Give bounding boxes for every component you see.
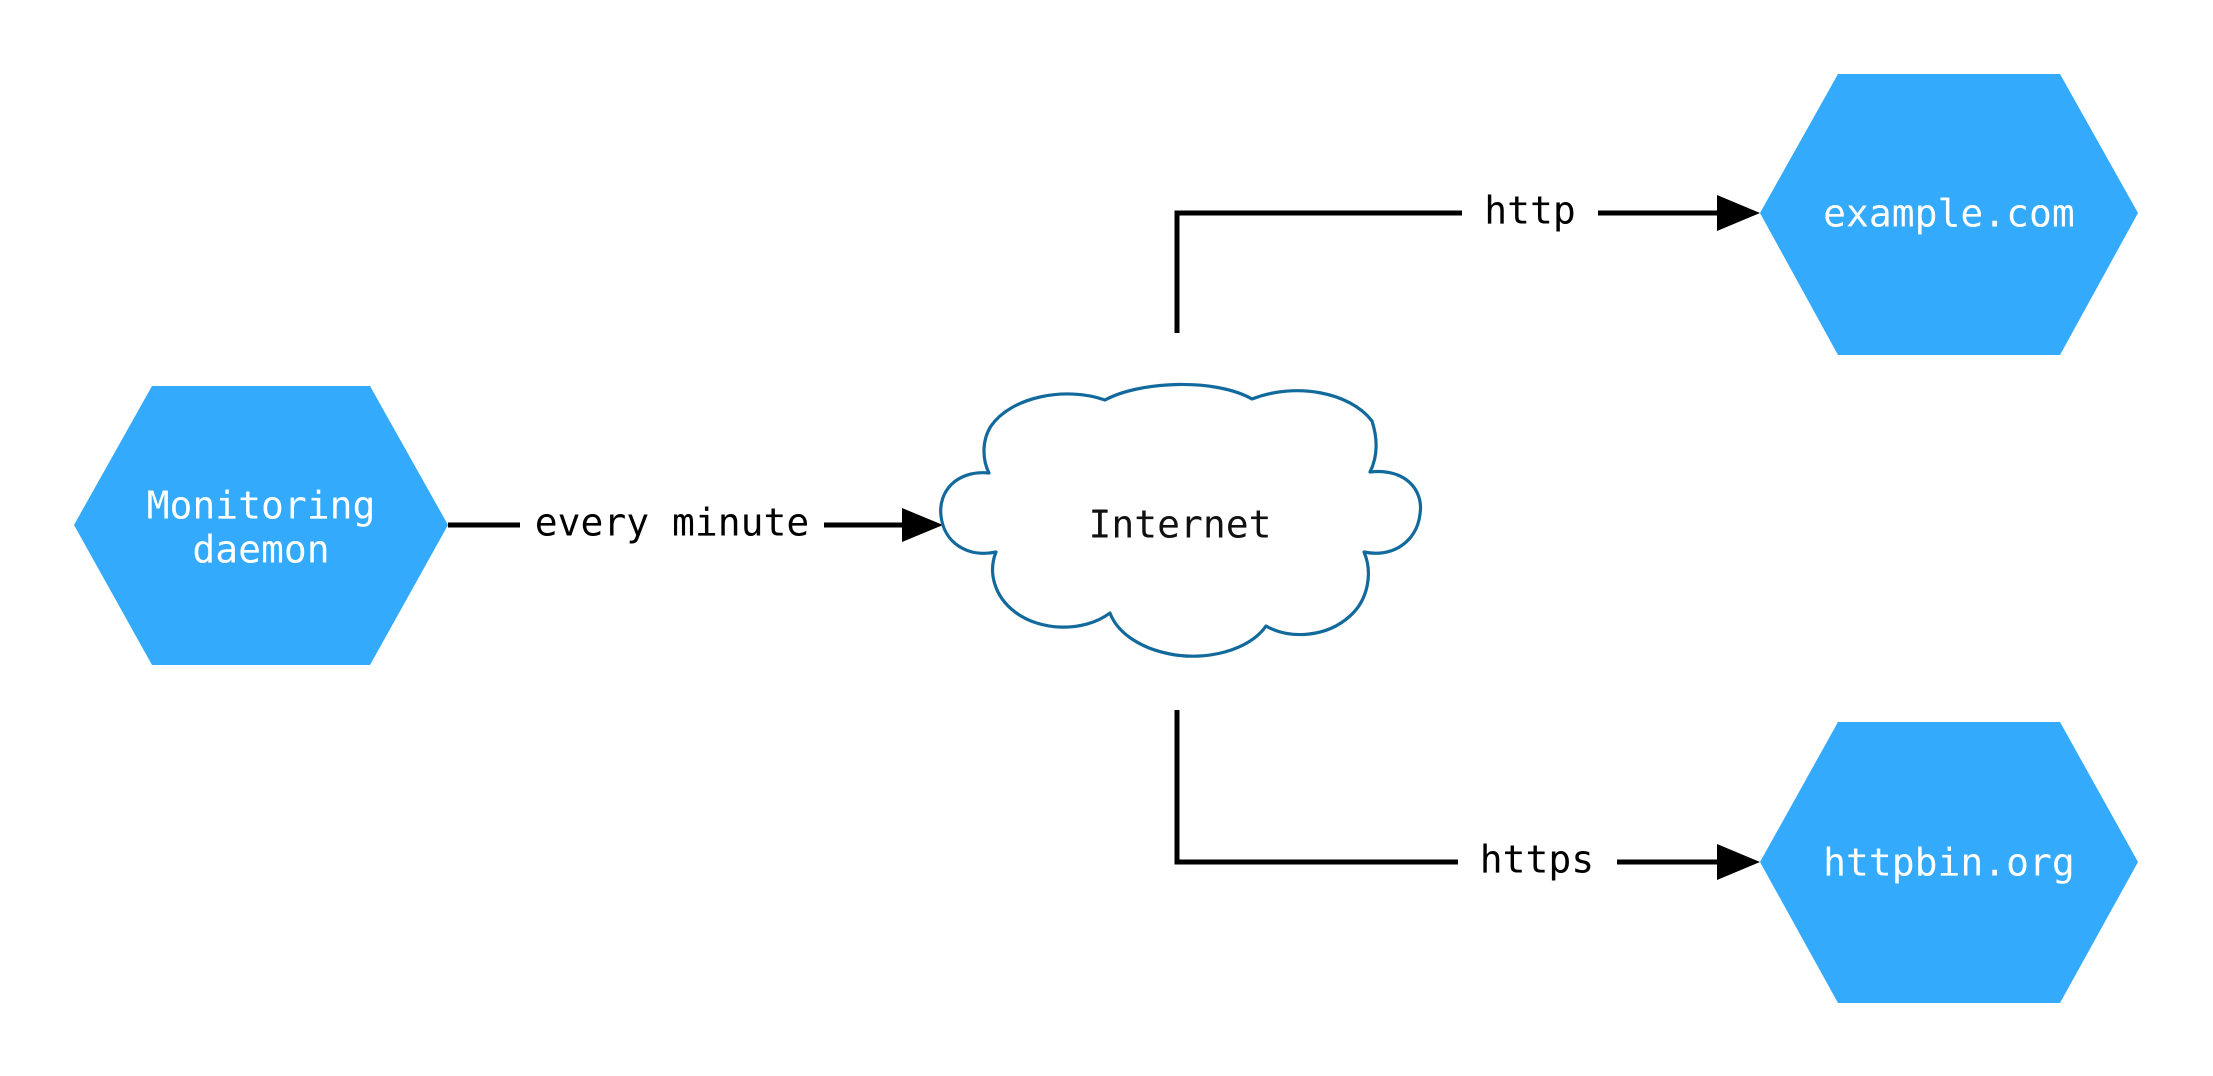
edge-https-label: https — [1480, 838, 1594, 882]
edge-https-arrowhead — [1717, 844, 1760, 880]
edge-every-minute-arrowhead — [902, 508, 943, 542]
edge-https[interactable]: https — [1174, 710, 1760, 882]
example-com-hexagon-shape[interactable] — [1760, 74, 2138, 355]
monitoring-daemon-label-line2: daemon — [192, 528, 329, 572]
node-monitoring-daemon[interactable]: Monitoring daemon — [74, 386, 448, 665]
internet-cloud-shape[interactable] — [939, 382, 1423, 658]
edge-http-arrowhead — [1717, 195, 1760, 231]
node-httpbin-org[interactable]: httpbin.org — [1760, 722, 2138, 1003]
example-com-label: example.com — [1823, 192, 2075, 236]
node-internet[interactable]: Internet — [939, 382, 1423, 658]
httpbin-org-label: httpbin.org — [1823, 841, 2075, 885]
monitoring-daemon-label-line1: Monitoring — [147, 484, 376, 528]
monitoring-daemon-hexagon-shape[interactable] — [74, 386, 448, 665]
edge-every-minute-label: every minute — [535, 501, 810, 545]
httpbin-org-hexagon-shape[interactable] — [1760, 722, 2138, 1003]
edge-http-label: http — [1484, 189, 1576, 233]
edge-every-minute[interactable]: every minute — [448, 501, 943, 545]
edge-https-elbow-segment — [1174, 710, 1458, 865]
edge-http-elbow-segment — [1174, 210, 1462, 333]
internet-label: Internet — [1088, 503, 1271, 547]
edge-http[interactable]: http — [1174, 189, 1760, 334]
node-example-com[interactable]: example.com — [1760, 74, 2138, 355]
